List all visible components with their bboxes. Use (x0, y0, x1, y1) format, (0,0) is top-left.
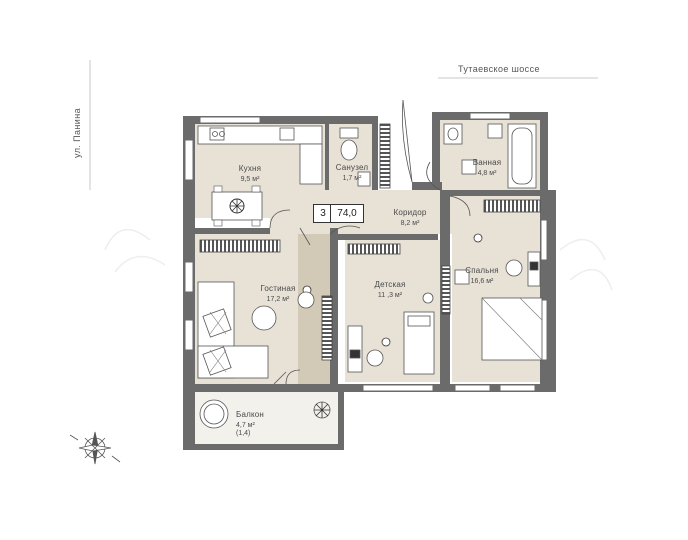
coffee-table (251, 305, 277, 331)
doors (269, 99, 471, 385)
room-name: Спальня (465, 266, 499, 275)
closets (199, 123, 541, 361)
room-name: Балкон (236, 410, 265, 419)
compass-icon (69, 431, 121, 465)
room-label-corridor: Коридор 8,2 м² (380, 202, 440, 228)
room-name: Кухня (238, 164, 262, 173)
room-area: 17,2 м² (266, 296, 290, 304)
room-area: 9,5 м² (240, 176, 260, 184)
room-name: Коридор (393, 208, 427, 217)
kitchen-set (197, 125, 323, 185)
background-decor (104, 228, 613, 291)
room-label-balcony: Балкон 4,7 м² (1,4) (236, 404, 286, 438)
room-name: Детская (374, 280, 406, 289)
bathroom-fixtures (339, 123, 537, 189)
total-area-badge: 74,0 (330, 204, 364, 223)
bedroom-furniture (454, 251, 543, 361)
room-area: 16,6 м² (470, 278, 494, 286)
room-label-bath: Ванная 4,8 м² (462, 152, 512, 178)
room-label-bathroom: Санузел 1,7 м² (330, 157, 374, 183)
sofa (197, 281, 269, 379)
street-left-label: ул. Панина (72, 107, 82, 158)
room-name: Санузел (335, 163, 369, 172)
balcony-furniture (199, 399, 331, 429)
site-lines (89, 60, 598, 190)
room-label-kitchen: Кухня 9,5 м² (220, 158, 280, 184)
armchair (297, 291, 315, 309)
windows (184, 112, 548, 392)
room-area: 4,7 м² (236, 422, 255, 430)
street-top-label: Тутаевское шоссе (458, 64, 540, 74)
room-label-living: Гостиная 17,2 м² (248, 278, 308, 304)
room-area: 11 ,3 м² (377, 292, 403, 300)
room-label-kids: Детская 11 ,3 м² (360, 274, 420, 300)
room-area: 4,8 м² (477, 170, 497, 178)
dining-table (211, 185, 263, 227)
room-label-bedroom: Спальня 16,6 м² (452, 260, 512, 286)
room-area: 8,2 м² (400, 220, 420, 228)
room-name: Ванная (472, 158, 502, 167)
room-name: Гостиная (260, 284, 296, 293)
room-area: 1,7 м² (342, 175, 362, 183)
kids-furniture (347, 292, 435, 375)
room-area-note: (1,4) (236, 430, 251, 438)
